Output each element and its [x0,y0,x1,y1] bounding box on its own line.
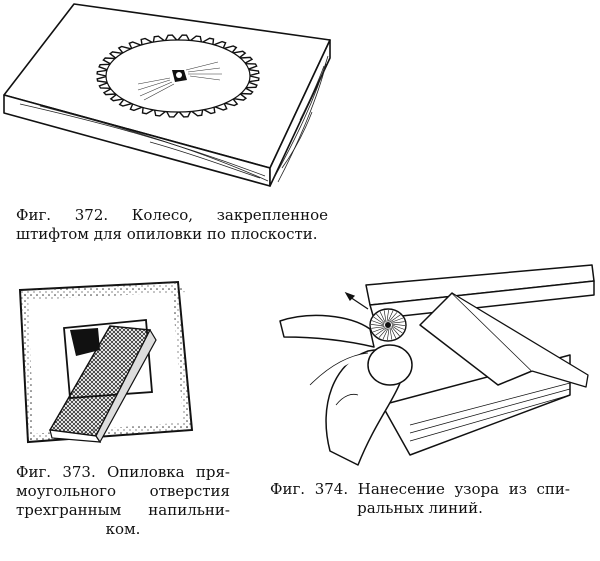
knurl-spoke [391,323,406,326]
knurl-spoke [390,327,397,339]
fig-372-caption: Фиг. 372. Колесо, закрепленное штифтом д… [16,206,328,244]
knurl-spoke [389,314,401,323]
knurl-spoke [379,311,386,323]
fig-372-caption-line-1: Фиг. 372. Колесо, закрепленное [16,206,328,224]
knurl-spoke [386,309,389,322]
knurl-spoke [391,324,405,330]
direction-arrow [344,291,369,310]
knurl-spoke [387,310,394,322]
knurl-spoke [375,327,387,336]
knurl-spoke [388,312,398,322]
knurl-spoke [391,326,400,337]
fig-372-caption-line-2: штифтом для опиловки по плоскости. [16,225,318,243]
knurl-spoke [390,317,404,323]
board-side-edge [269,39,331,187]
fig-373-caption: Фиг. 373. Опиловка пря- моугольного отве… [16,463,230,539]
fig-373-caption-line-2: моугольного отверстия [16,482,230,500]
fig-374-caption: Фиг. 374. Нанесение узора из спи- ральны… [270,480,570,518]
knurl-spoke [372,327,386,333]
fig-372-illustration [3,3,331,187]
knurl-spoke [391,321,405,324]
knurl-spoke [382,328,389,340]
knurl-spoke [376,313,385,324]
knurl-spoke [391,325,403,334]
fig-374-caption-line-1: Фиг. 374. Нанесение узора из спи- [270,480,570,498]
fig-373-caption-line-1: Фиг. 373. Опиловка пря- [16,463,230,481]
fig-373-caption-line-3: трехгранным напильни- [16,501,230,519]
fig-374-caption-line-2: ральных линий. [357,499,483,517]
knurl-spoke [389,327,393,340]
fig-374-illustration [279,264,595,466]
gear-wheel [96,34,260,118]
hand-finger-upper [279,314,375,348]
fig-373-caption-line-4: ком. [105,520,141,538]
knurl-spoke [378,328,388,338]
knurl-spoke [370,324,385,327]
knurl-spoke [387,328,390,341]
fig-373-illustration [18,280,194,444]
knurl-wheel [369,308,407,342]
knurl-spoke [371,320,385,326]
knurl-spoke [371,326,385,329]
knurl-spoke [373,316,385,325]
knurl-spoke [383,310,387,323]
